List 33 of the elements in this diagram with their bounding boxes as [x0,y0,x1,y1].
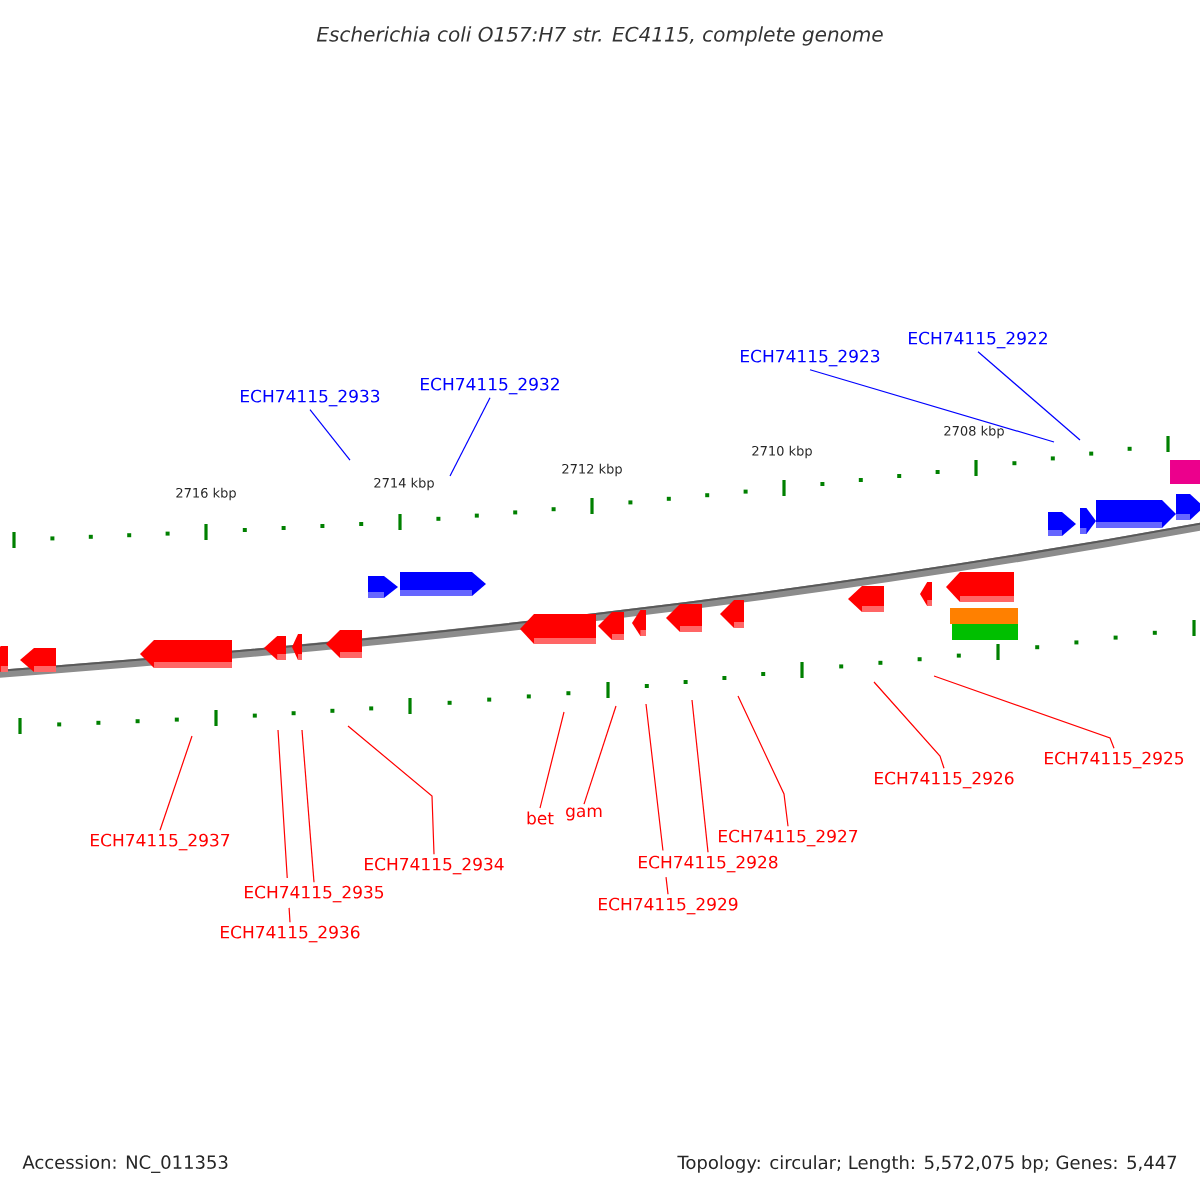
gene-label: ECH74115_2928 [639,855,778,873]
leader-line [301,729,315,883]
gene-label: ECH74115_2927 [719,829,858,847]
gene-label: bet [527,811,554,825]
leader-line [277,729,291,923]
gene-label: ECH74115_2934 [365,857,504,875]
leader-line [737,695,789,827]
leader-line [691,699,709,853]
gene-label: ECH74115_2937 [91,833,230,851]
leader-line [933,675,1115,749]
title: Escherichia coli O157:H7 str. EC4115, complete genome [316,26,883,46]
gene-label: ECH74115_2923 [741,349,880,367]
gene-label: gam [566,807,602,821]
leader-line [309,409,351,461]
leader-line [809,369,1055,443]
gene-label: ECH74115_2925 [1045,751,1184,769]
gene-label: ECH74115_2936 [221,925,360,943]
footer-text: Topology: circular; Length: 5,572,075 bp; Genes: 5,447 [677,1155,1177,1173]
leader-line [449,397,491,477]
footer-text: Accession: NC_011353 [22,1155,228,1173]
leader-line [645,703,669,895]
leader-line [583,705,617,805]
leader-line [159,735,193,831]
gene-label: ECH74115_2922 [909,331,1047,349]
gene-label: ECH74115_2926 [875,771,1014,789]
gene-label: ECH74115_2933 [241,389,380,407]
gene-label: ECH74115_2935 [245,885,384,903]
gene-label: ECH74115_2929 [599,897,738,915]
leader-line [539,711,565,809]
gene-label: ECH74115_2932 [421,377,559,395]
leader-line [977,351,1081,441]
leader-line [873,681,945,769]
leader-line [347,725,435,855]
